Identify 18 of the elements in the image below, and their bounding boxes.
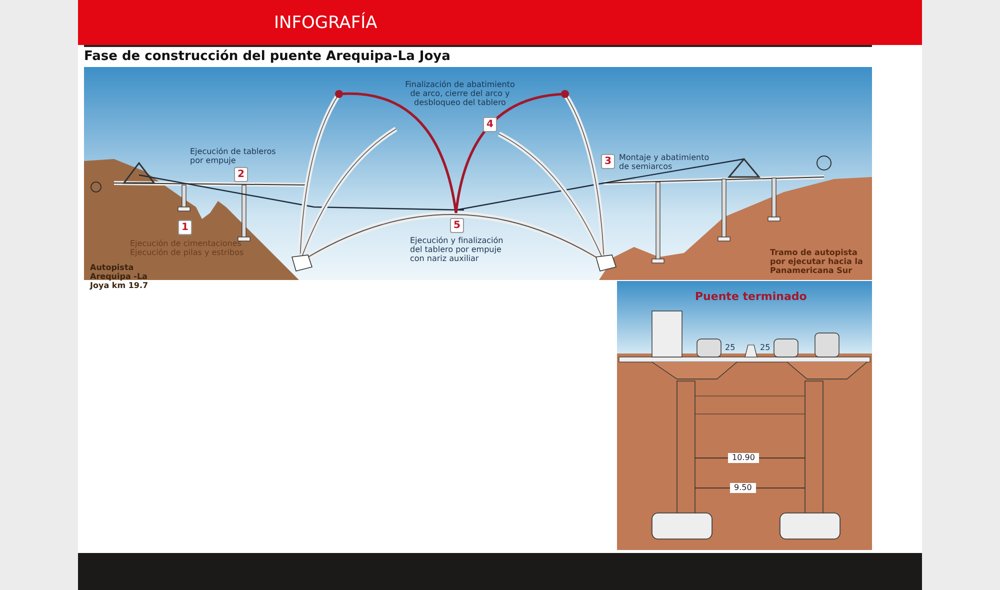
panel-heading: Puente terminado bbox=[695, 290, 807, 303]
callout-number: 1 bbox=[178, 220, 192, 235]
dimension-label: 10.90 bbox=[728, 453, 759, 463]
route-note: Tramo de autopista por ejecutar hacia la Panamericana Sur bbox=[770, 248, 864, 275]
step-caption: Finalización de abatimiento de arco, cierre del arco y desbloqueo del tablero bbox=[405, 80, 515, 107]
dimension-label: 25 bbox=[725, 343, 736, 352]
callout-number: 2 bbox=[234, 167, 248, 182]
dimension-label: 9.50 bbox=[730, 483, 756, 493]
route-note: Autopista Arequipa -La Joya km 19.7 bbox=[90, 263, 150, 290]
callout-number: 4 bbox=[483, 117, 497, 132]
step-caption: Ejecución de tableros por empuje bbox=[190, 147, 277, 165]
step-caption: Ejecución y finalización del tablero por empuje con nariz auxiliar bbox=[410, 236, 504, 263]
step-caption: Montaje y abatimiento de semiarcos bbox=[619, 153, 710, 171]
callout-number: 5 bbox=[450, 218, 464, 233]
diagram-title: Fase de construcción del puente Arequipa-La Joya bbox=[84, 49, 450, 65]
dimension-label: 25 bbox=[760, 343, 770, 352]
callout-number: 3 bbox=[601, 154, 615, 169]
section-heading: INFOGRAFÍA bbox=[274, 13, 378, 33]
